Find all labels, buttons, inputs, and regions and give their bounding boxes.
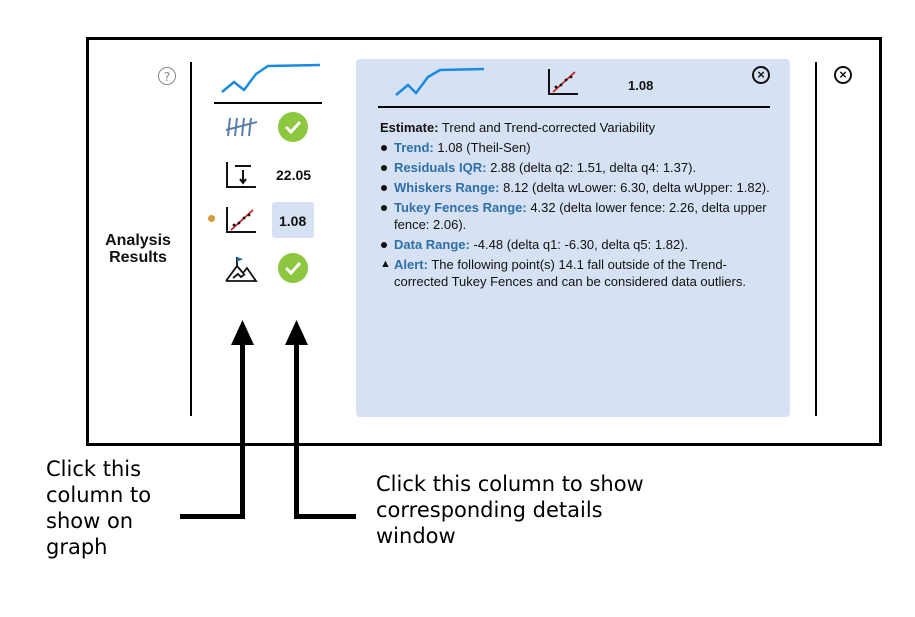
range-icon[interactable] (225, 161, 257, 189)
details-panel (356, 59, 790, 417)
right-arrow-shaft (294, 340, 299, 518)
details-trend-sparkline-icon (395, 67, 485, 96)
details-item-data-range: Data Range: -4.48 (delta q1: -6.30, delt… (380, 236, 780, 253)
analysis-results-frame (86, 37, 882, 446)
details-header-divider (378, 106, 770, 108)
details-item-tukey-fences-range: Tukey Fences Range: 4.32 (delta lower fe… (380, 199, 780, 233)
sidebar-divider (190, 62, 192, 416)
details-body: Estimate: Trend and Trend-corrected Vari… (380, 119, 780, 290)
details-close-icon[interactable]: × (752, 66, 770, 84)
trend-scatter-icon[interactable] (225, 206, 257, 234)
shown-on-graph-marker (208, 215, 215, 222)
details-item-residuals-iqr: Residuals IQR: 2.88 (delta q2: 1.51, del… (380, 159, 780, 176)
left-arrow-shaft (240, 340, 245, 518)
analysis-results-label: Analysis Results (105, 232, 171, 266)
estimate-line: Estimate: Trend and Trend-corrected Vari… (380, 120, 656, 135)
warning-icon: ▲ (380, 258, 391, 270)
window-close-icon[interactable]: × (834, 66, 852, 84)
trend-sparkline-icon (221, 63, 321, 93)
mountain-flag-icon[interactable] (224, 254, 258, 284)
details-list: Trend: 1.08 (Theil-Sen) Residuals IQR: 2… (380, 139, 780, 253)
right-column-note: Click this column to show corresponding … (376, 472, 644, 548)
right-arrow-head (285, 320, 308, 345)
details-item-whiskers-range: Whiskers Range: 8.12 (delta wLower: 6.30… (380, 179, 780, 196)
right-arrow-foot (294, 514, 356, 519)
left-arrow-head (231, 320, 254, 345)
right-divider (815, 62, 817, 416)
left-arrow-foot (180, 514, 245, 519)
outlier-alert: ▲Alert: The following point(s) 14.1 fall… (380, 257, 746, 289)
help-icon[interactable]: ? (158, 67, 176, 85)
column-header-divider (214, 102, 322, 104)
details-trend-scatter-icon (548, 69, 578, 95)
trend-value[interactable]: 1.08 (279, 213, 307, 229)
details-item-trend: Trend: 1.08 (Theil-Sen) (380, 139, 780, 156)
left-column-note: Click this column to show on graph (46, 457, 152, 559)
details-header-value: 1.08 (628, 78, 654, 93)
range-value[interactable]: 22.05 (276, 167, 312, 183)
tally-status-check-icon[interactable] (278, 112, 308, 142)
trend-value-selected-box[interactable] (272, 202, 314, 238)
tally-count-icon[interactable] (224, 116, 260, 138)
outlier-status-check-icon[interactable] (278, 253, 308, 283)
